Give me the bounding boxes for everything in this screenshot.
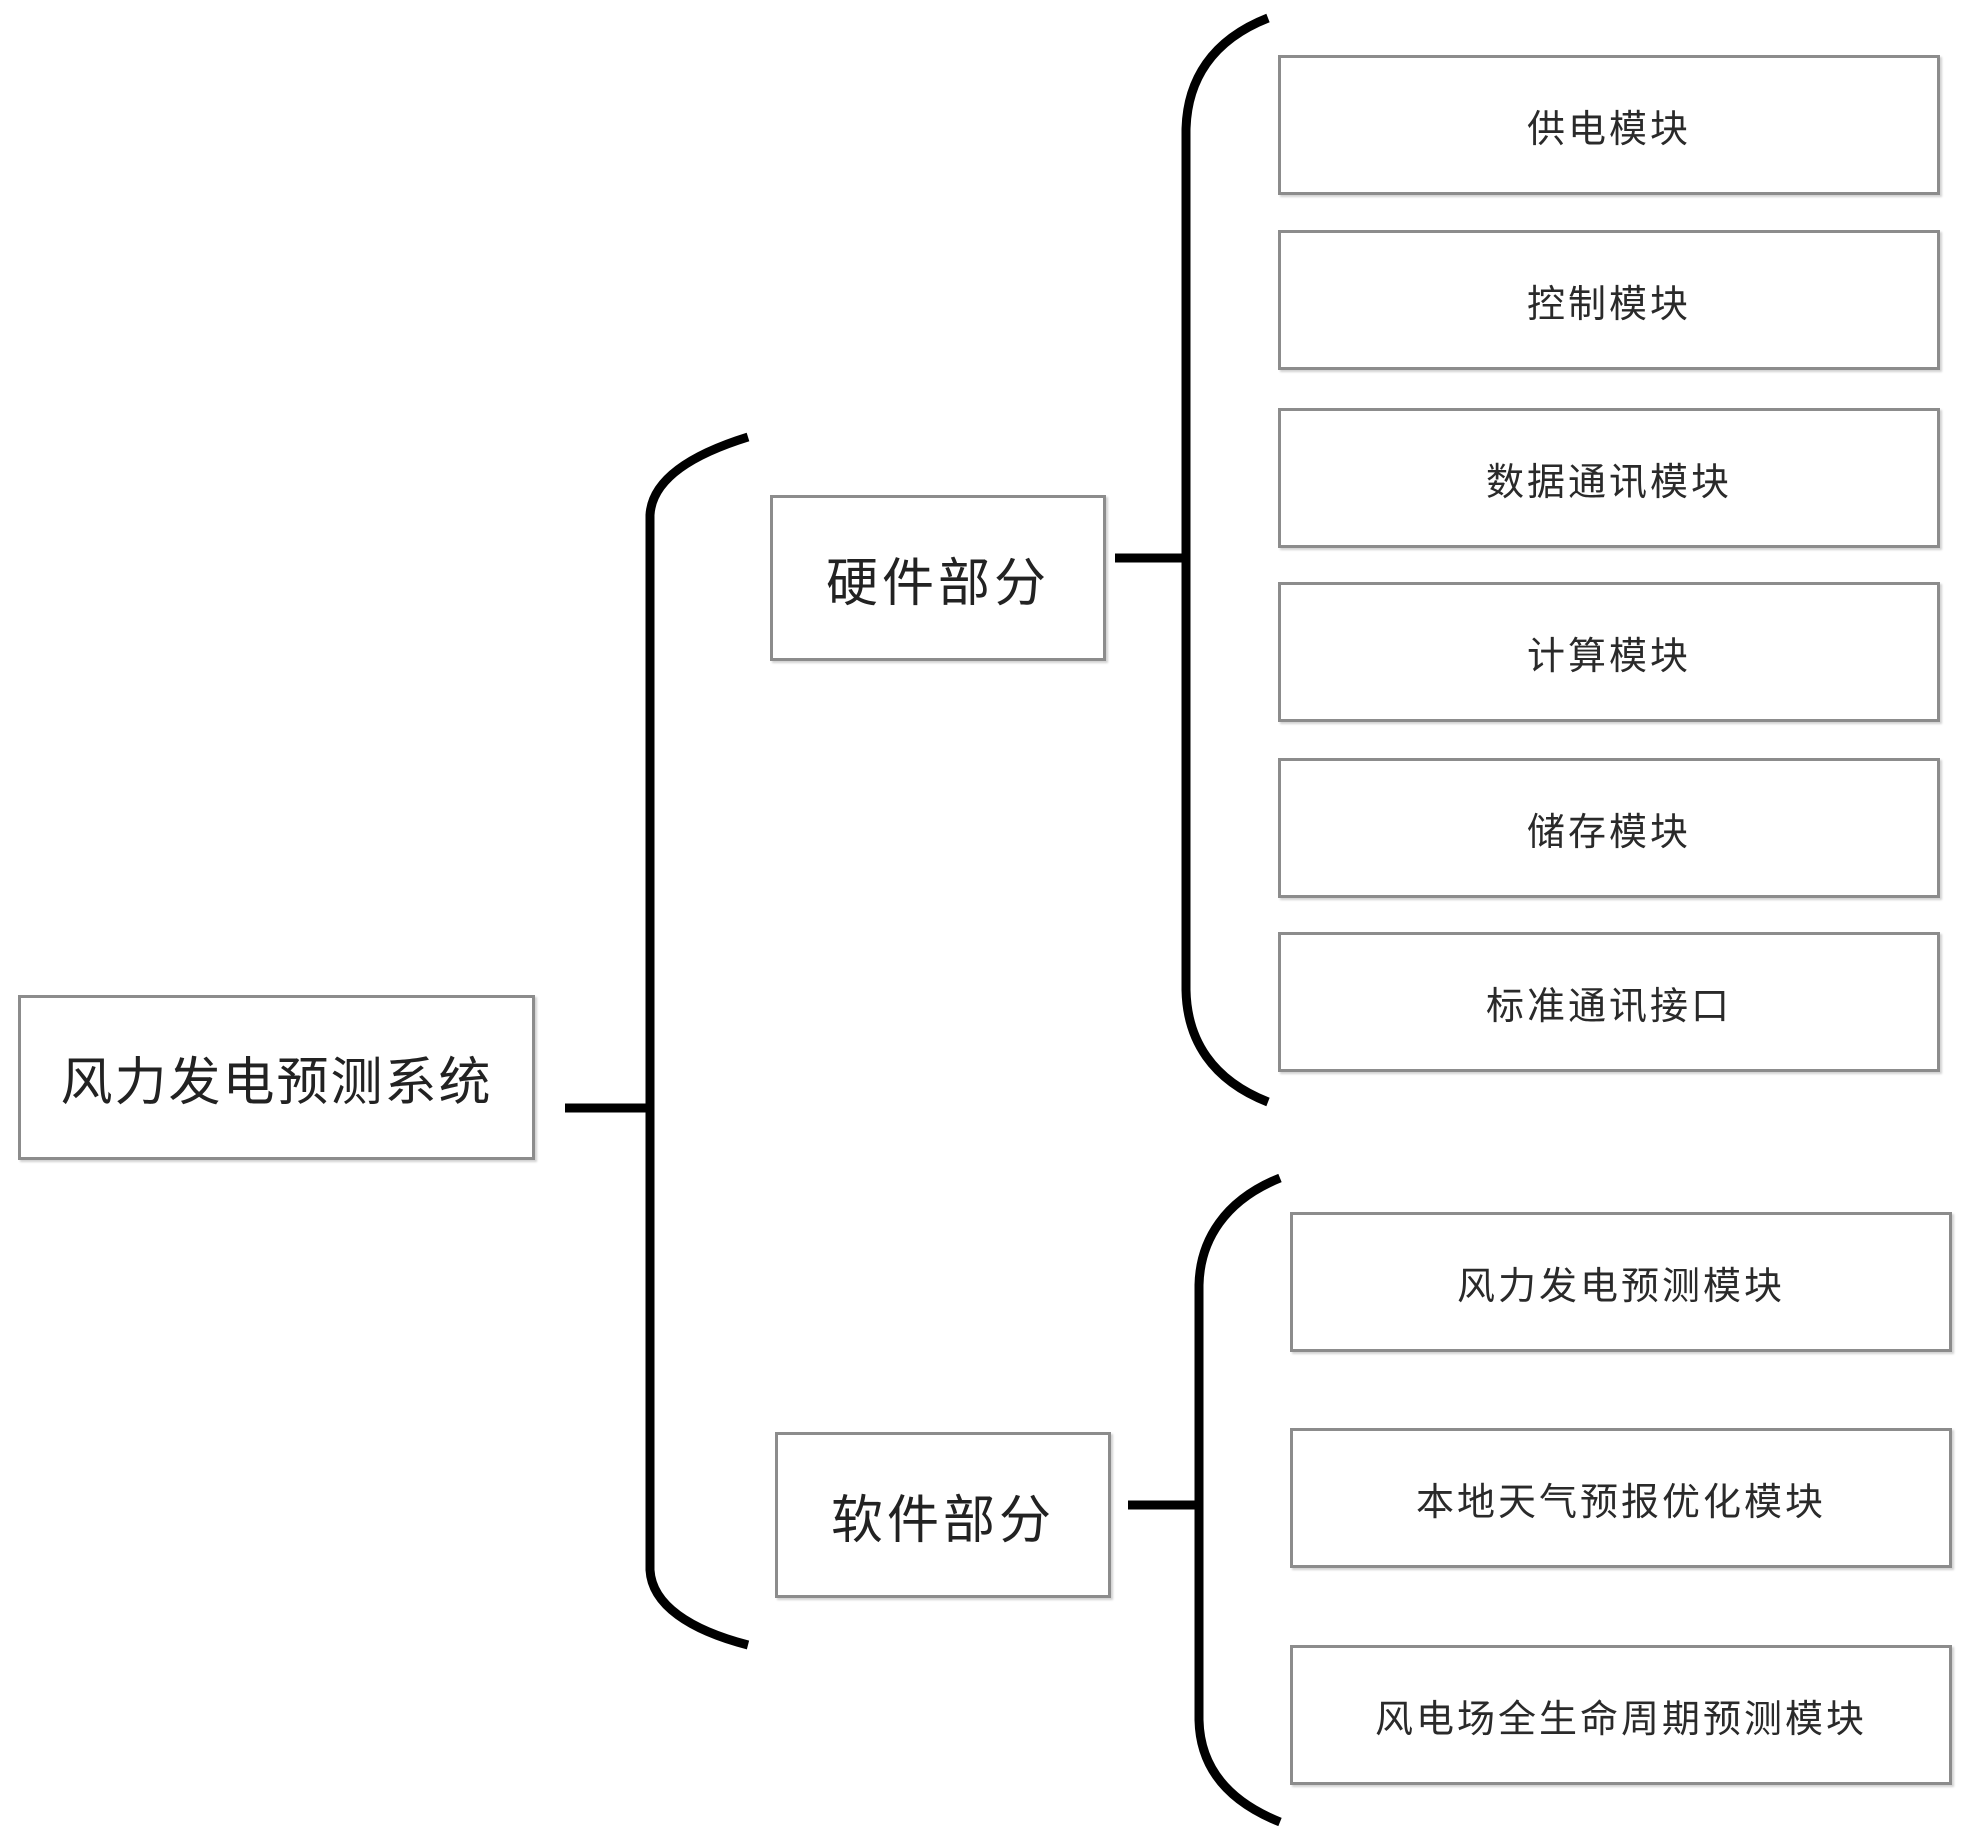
hardware-module-label: 数据通讯模块 — [1485, 459, 1732, 504]
hardware-node-label: 硬件部分 — [825, 553, 1050, 614]
hardware-node-box: 硬件部分 — [770, 495, 1106, 661]
main-bracket — [645, 432, 750, 1650]
hardware-module-box: 控制模块 — [1278, 230, 1940, 370]
software-module-label: 本地天气预报优化模块 — [1415, 1479, 1826, 1524]
software-module-label: 风力发电预测模块 — [1456, 1263, 1785, 1308]
hardware-module-box: 供电模块 — [1278, 55, 1940, 195]
software-module-label: 风电场全生命周期预测模块 — [1374, 1696, 1867, 1741]
software-module-box: 风力发电预测模块 — [1290, 1212, 1952, 1352]
hardware-module-label: 计算模块 — [1526, 633, 1691, 678]
hardware-module-box: 数据通讯模块 — [1278, 408, 1940, 548]
software-node-label: 软件部分 — [830, 1490, 1055, 1551]
software-module-box: 风电场全生命周期预测模块 — [1290, 1645, 1952, 1785]
hardware-bracket — [1181, 13, 1270, 1107]
hardware-module-label: 标准通讯接口 — [1485, 983, 1732, 1028]
hardware-module-box: 标准通讯接口 — [1278, 932, 1940, 1072]
root-node-box: 风力发电预测系统 — [18, 995, 535, 1160]
root-node-label: 风力发电预测系统 — [60, 1053, 493, 1113]
hardware-module-label: 供电模块 — [1526, 106, 1691, 151]
hardware-module-label: 控制模块 — [1526, 281, 1691, 326]
hardware-module-box: 计算模块 — [1278, 582, 1940, 722]
software-node-box: 软件部分 — [775, 1432, 1111, 1598]
software-bracket — [1194, 1173, 1282, 1827]
hardware-module-box: 储存模块 — [1278, 758, 1940, 898]
software-module-box: 本地天气预报优化模块 — [1290, 1428, 1952, 1568]
hardware-module-label: 储存模块 — [1526, 809, 1691, 854]
